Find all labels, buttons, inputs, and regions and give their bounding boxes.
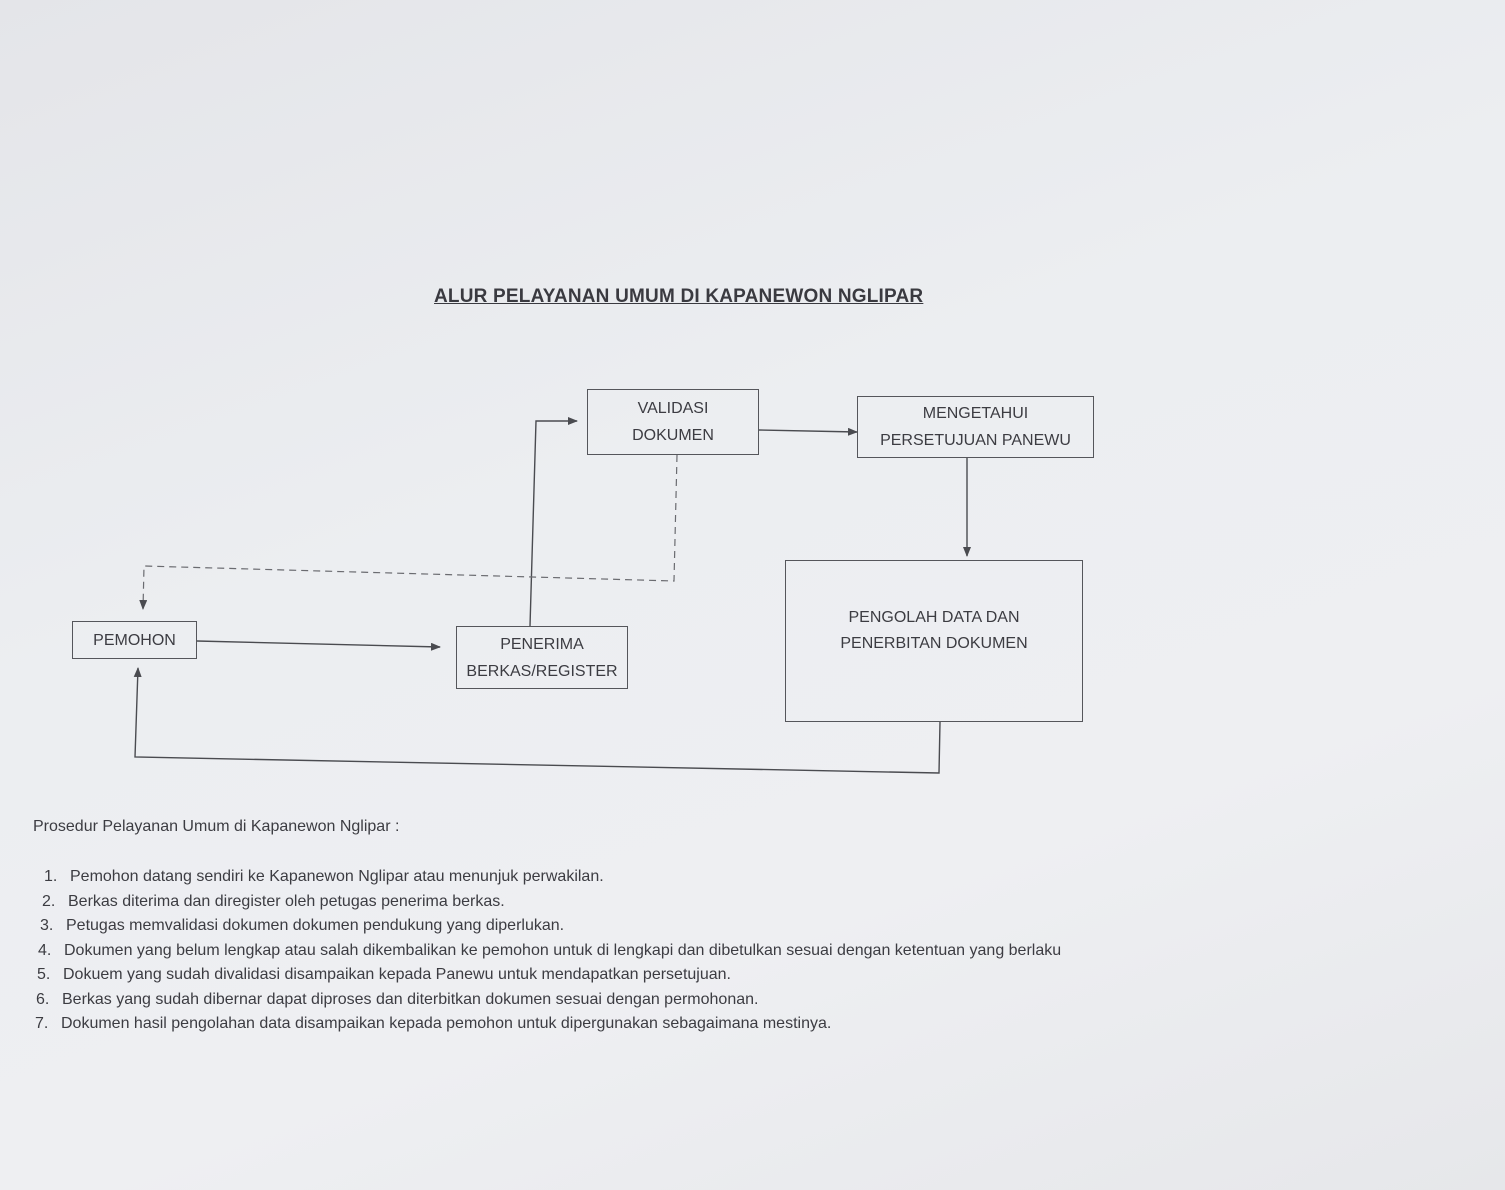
list-item: 4. Dokumen yang belum lengkap atau salah … <box>38 939 1061 964</box>
node-mengetahui-persetujuan: MENGETAHUI PERSETUJUAN PANEWU <box>857 396 1094 458</box>
node-label-line: PENERBITAN DOKUMEN <box>840 635 1028 652</box>
node-label: PEMOHON <box>93 631 176 649</box>
list-item-number: 3. <box>40 917 54 934</box>
arrow-penerima-to-validasi <box>529 417 578 627</box>
node-label-line: VALIDASI <box>637 400 709 417</box>
node-validasi-dokumen: VALIDASI DOKUMEN <box>587 389 759 455</box>
list-item: 7. Dokumen hasil pengolahan data disampai… <box>35 1012 1061 1037</box>
procedure-heading: Prosedur Pelayanan Umum di Kapanewon Ngl… <box>33 818 400 835</box>
list-item-number: 5. <box>37 966 51 983</box>
node-label-line: DOKUMEN <box>632 427 714 444</box>
list-item-text: Berkas yang sudah dibernar dapat diprose… <box>62 990 759 1008</box>
procedure-list: 1. Pemohon datang sendiri ke Kapanewon Ng… <box>35 865 1061 1037</box>
list-item-text: Dokumen hasil pengolahan data disampaika… <box>61 1015 832 1032</box>
node-label-line: BERKAS/REGISTER <box>466 662 618 680</box>
list-item-number: 2. <box>42 892 56 910</box>
arrow-validasi-to-mengetahui <box>757 427 858 436</box>
list-item-number: 7. <box>35 1015 49 1032</box>
list-item-number: 4. <box>38 941 52 959</box>
list-item-text: Dokumen yang belum lengkap atau salah di… <box>64 941 1062 959</box>
list-item-number: 1. <box>44 868 58 885</box>
page-title: ALUR PELAYANAN UMUM DI KAPANEWON NGLIPAR <box>434 286 924 307</box>
node-penerima-berkas: PENERIMA BERKAS/REGISTER <box>456 626 628 689</box>
list-item: 2. Berkas diterima dan diregister oleh pe… <box>42 890 1061 915</box>
dashed-arrow-validasi-to-pemohon <box>139 454 678 610</box>
node-pengolah-data: PENGOLAH DATA DAN PENERBITAN DOKUMEN <box>785 560 1083 722</box>
list-item-text: Berkas diterima dan diregister oleh petu… <box>68 892 505 910</box>
list-item-text: Pemohon datang sendiri ke Kapanewon Ngli… <box>70 868 604 885</box>
list-item: 5. Dokuem yang sudah divalidasi disampaik… <box>37 963 1061 988</box>
list-item-text: Petugas memvalidasi dokumen dokumen pend… <box>66 917 565 934</box>
list-item: 3. Petugas memvalidasi dokumen dokumen pe… <box>40 914 1061 939</box>
arrow-pengolah-to-pemohon <box>133 667 941 774</box>
node-label-line: PENGOLAH DATA DAN <box>848 609 1020 626</box>
node-label-line: PERSETUJUAN PANEWU <box>880 432 1071 449</box>
list-item-number: 6. <box>36 990 50 1008</box>
list-item-text: Dokuem yang sudah divalidasi disampaikan… <box>63 966 731 983</box>
node-label-line: PENERIMA <box>500 635 584 653</box>
arrow-pemohon-to-penerima <box>196 640 441 651</box>
list-item: 6. Berkas yang sudah dibernar dapat dipro… <box>36 988 1061 1013</box>
node-label-line: MENGETAHUI <box>922 405 1029 422</box>
list-item: 1. Pemohon datang sendiri ke Kapanewon Ng… <box>44 865 1061 890</box>
node-pemohon: PEMOHON <box>72 621 197 659</box>
